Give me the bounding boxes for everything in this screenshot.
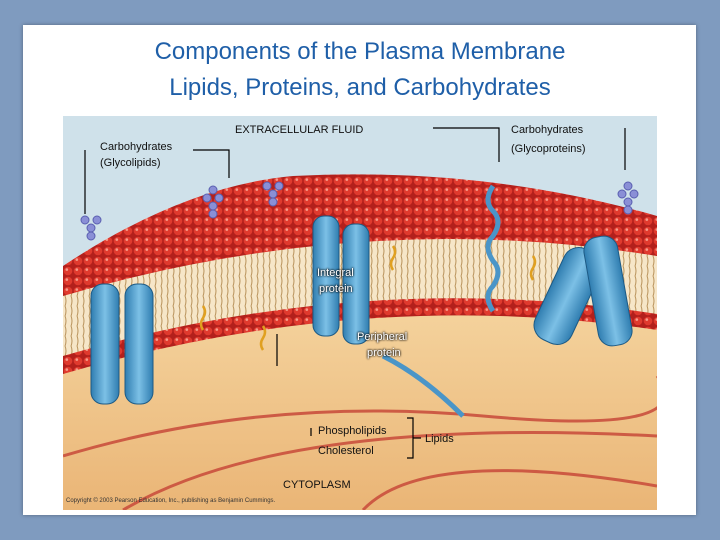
label-lipids: Lipids (425, 433, 454, 445)
label-integral-protein: Integral (317, 267, 354, 279)
membrane-illustration (63, 127, 657, 510)
label-peripheral-protein: Peripheral (357, 331, 408, 343)
lipids-bracket (407, 417, 421, 459)
membrane-figure: EXTRACELLULAR FLUID Carbohydrates (Glyco… (63, 116, 657, 510)
label-phospholipids: Phospholipids (318, 425, 387, 437)
label-peripheral-protein-2: protein (367, 347, 401, 359)
glycoprotein-chains (617, 181, 639, 215)
copyright-notice: Copyright © 2003 Pearson Education, Inc.… (66, 498, 276, 504)
label-cytoplasm: CYTOPLASM (283, 479, 351, 491)
inner-leaflet-heads (63, 296, 657, 374)
glycolipid-chains (80, 181, 284, 241)
label-glycoproteins: (Glycoproteins) (511, 143, 586, 155)
integral-protein-right (533, 235, 633, 347)
integral-protein-left (90, 283, 154, 405)
label-extracellular-fluid: EXTRACELLULAR FLUID (235, 124, 364, 136)
slide-subtitle: Lipids, Proteins, and Carbohydrates (169, 74, 551, 101)
integral-protein-center (312, 215, 370, 345)
label-glycolipids: (Glycolipids) (100, 157, 161, 169)
leader-lines (84, 127, 626, 436)
label-cholesterol: Cholesterol (318, 445, 374, 457)
label-carbohydrates-glycolipids: Carbohydrates (100, 141, 173, 153)
glycoprotein-helix (485, 184, 501, 313)
label-carbohydrates-glycoproteins: Carbohydrates (511, 124, 584, 136)
slide-title: Components of the Plasma Membrane (154, 38, 566, 65)
label-integral-protein-2: protein (319, 283, 353, 295)
